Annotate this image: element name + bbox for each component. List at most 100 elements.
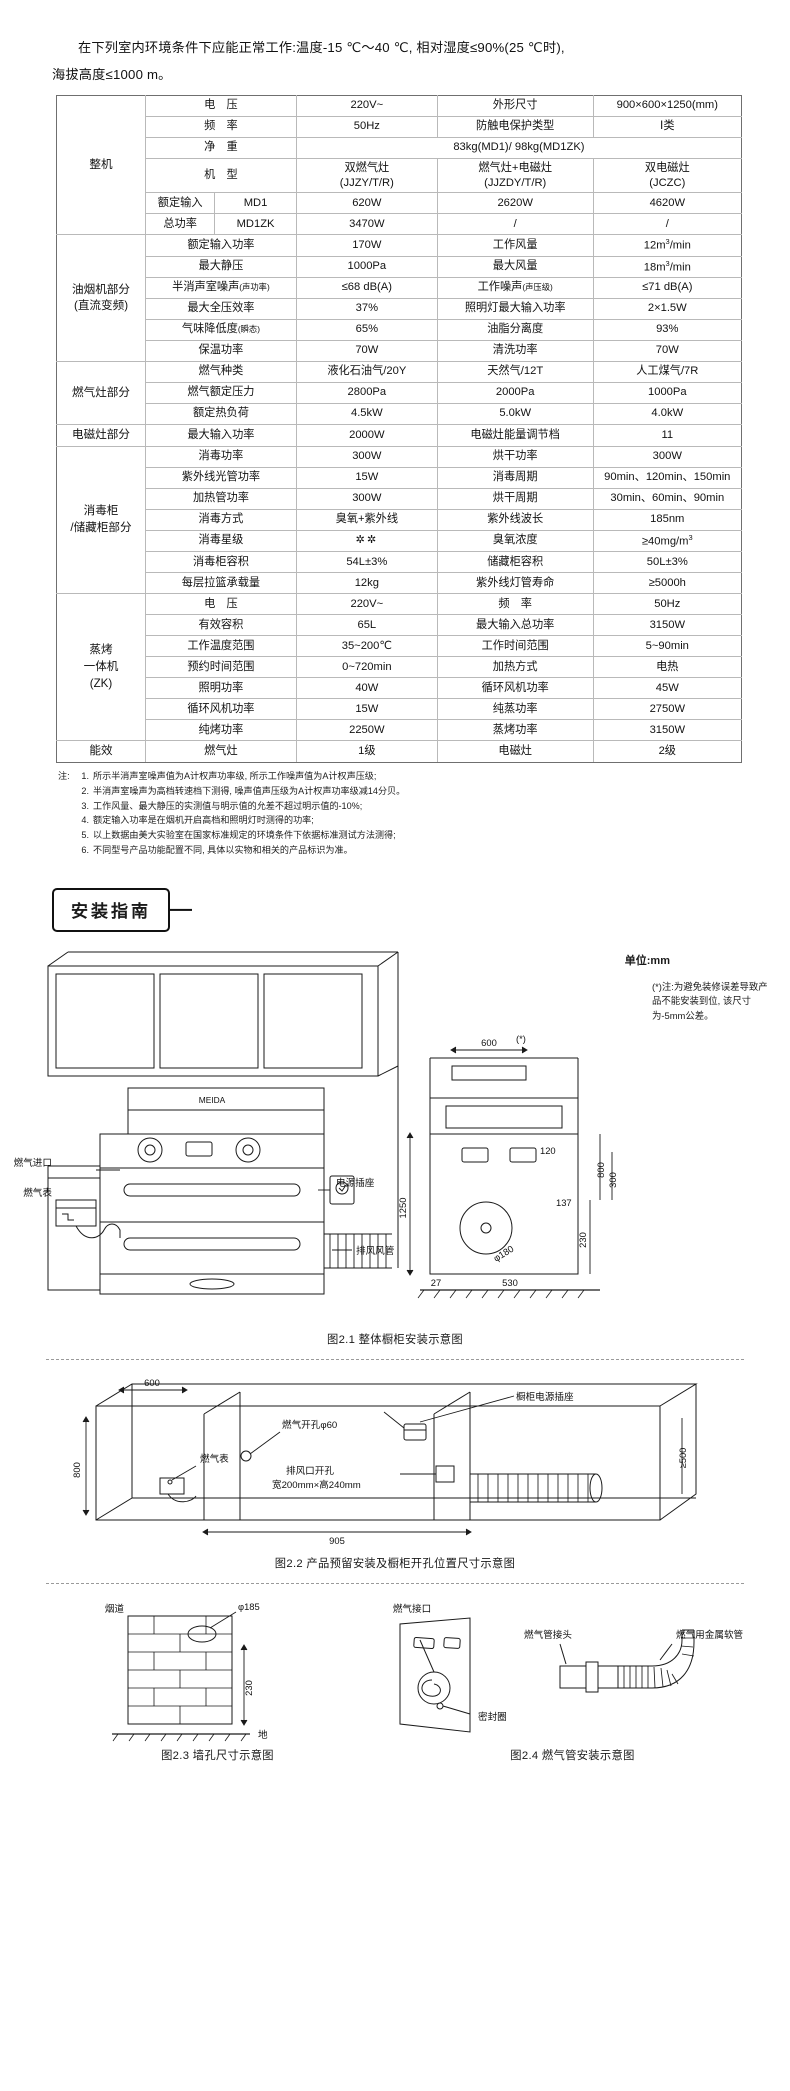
dim2-600: 600 <box>144 1377 160 1388</box>
spec-cell: 最大静压 <box>145 255 297 279</box>
label3-flue: 烟道 <box>105 1603 125 1615</box>
note-text: 半消声室噪声为高档转速档下测得, 噪声值声压级为A计权声功率级减14分贝。 <box>93 785 406 796</box>
dim2-905: 905 <box>329 1535 345 1545</box>
dim2-500: ≥500 <box>677 1447 688 1468</box>
note-number: 3. <box>81 800 89 811</box>
label2-gas-meter: 燃气表 <box>200 1453 229 1465</box>
spec-cell: 最大输入总功率 <box>436 614 594 637</box>
spec-cell: 5~90min <box>592 635 743 658</box>
spec-cell: 消毒周期 <box>436 467 594 490</box>
spec-cell: 93% <box>592 319 743 342</box>
figure-34-drawing: 烟道 φ185 230 地 <box>105 1601 744 1741</box>
note-lead <box>58 828 78 843</box>
spec-cell: MD1ZK <box>214 213 297 236</box>
figure-1-caption: 图2.1 整体橱柜安装示意图 <box>326 1333 463 1346</box>
spec-cell: 70W <box>592 340 743 363</box>
spec-cell: 50L±3% <box>592 551 743 574</box>
spec-cell: 220V~ <box>295 95 438 118</box>
spec-cell: 电 压 <box>145 95 297 118</box>
spec-cell: 1000Pa <box>592 382 743 405</box>
label-gas-inlet: 燃气进口 <box>14 1157 52 1169</box>
label2-vent-hole: 排风口开孔 <box>286 1465 334 1477</box>
install-guide-header: 安装指南 <box>52 887 192 932</box>
spec-cell: 循环风机功率 <box>145 698 297 721</box>
dim-600: 600 <box>481 1037 497 1048</box>
spec-cell: 12kg <box>295 572 438 595</box>
label4-seal: 密封圈 <box>478 1711 507 1723</box>
spec-cell: 烘干周期 <box>436 488 594 511</box>
dim-300: 300 <box>607 1172 618 1188</box>
dim2-800: 800 <box>71 1462 82 1478</box>
spec-section-label: 燃气灶部分 <box>55 361 147 426</box>
spec-cell: 4620W <box>592 192 743 215</box>
label-brand: MEIDA <box>199 1095 226 1105</box>
spec-cell: 37% <box>295 298 438 321</box>
spec-cell: 2750W <box>592 698 743 721</box>
spec-cell: MD1 <box>214 192 297 215</box>
dim3-230: 230 <box>243 1680 254 1696</box>
spec-cell: 620W <box>295 192 438 215</box>
label2-socket: 橱柜电源插座 <box>516 1391 574 1403</box>
note-row: 5.以上数据由美大实验室在国家标准规定的环境条件下依据标准测试方法测得; <box>58 828 750 843</box>
spec-cell: 气味降低度(瞬态) <box>145 319 297 342</box>
spec-cell: 紫外线灯管寿命 <box>436 572 594 595</box>
note-lead: 注: <box>58 771 70 782</box>
spec-section-label: 油烟机部分(直流变频) <box>55 234 147 363</box>
note-number: 4. <box>81 815 89 826</box>
spec-cell: 额定热负荷 <box>145 403 297 426</box>
figure-3-caption: 图2.3 墙孔尺寸示意图 <box>161 1749 274 1762</box>
spec-cell: 4.0kW <box>592 403 743 426</box>
spec-cell: 机 型 <box>145 158 297 194</box>
manual-page: 在下列室内环境条件下应能正常工作:温度-15 ℃～40 ℃, 相对湿度≤90%(… <box>0 0 790 1763</box>
note-text: 所示半消声室噪声值为A计权声功率级, 所示工作噪声值为A计权声压级; <box>93 771 377 782</box>
note-number: 1. <box>81 771 89 782</box>
spec-cell: 83kg(MD1)/ 98kg(MD1ZK) <box>295 137 743 160</box>
dim-27: 27 <box>431 1277 441 1288</box>
spec-cell: 2×1.5W <box>592 298 743 321</box>
spec-cell: 5.0kW <box>436 403 594 426</box>
spec-cell: ✲✲ <box>295 530 438 553</box>
spec-cell: 每层拉篮承载量 <box>145 572 297 595</box>
spec-cell: 频 率 <box>145 116 297 139</box>
spec-cell: / <box>436 213 594 236</box>
spec-cell: 半消声室噪声(声功率) <box>145 277 297 300</box>
spec-section-label: 整机 <box>55 95 147 236</box>
spec-cell: 双电磁灶(JCZC) <box>592 158 743 194</box>
spec-cell: 防触电保护类型 <box>436 116 594 139</box>
spec-cell: 3150W <box>592 614 743 637</box>
spec-cell: 工作噪声(声压级) <box>436 277 594 300</box>
tolerance-note: (*)注:为避免装修误差导致产品不能安装到位, 该尺寸为-5mm公差。 <box>652 980 768 1021</box>
dim-800: 800 <box>595 1162 606 1178</box>
spec-cell: 300W <box>295 488 438 511</box>
spec-cell: 电磁灶能量调节档 <box>436 424 594 448</box>
spec-cell: 300W <box>592 446 743 469</box>
spec-cell: 烘干功率 <box>436 446 594 469</box>
intro-line-1: 在下列室内环境条件下应能正常工作:温度-15 ℃～40 ℃, 相对湿度≤90%(… <box>78 40 565 55</box>
spec-cell: 消毒柜容积 <box>145 551 297 574</box>
figure-2-drawing: 600 800 905 ≥500 燃气开孔φ60 橱柜电源插座 燃气表 排风口开… <box>71 1377 698 1545</box>
spec-row: 半消声室噪声(声功率)≤68 dB(A)工作噪声(声压级)≤71 dB(A) <box>57 277 743 300</box>
spec-cell: 54L±3% <box>295 551 438 574</box>
spec-cell: 工作时间范围 <box>436 635 594 658</box>
spec-cell: 消毒方式 <box>145 509 297 532</box>
spec-cell: ≤68 dB(A) <box>295 277 438 300</box>
spec-cell: 2000Pa <box>436 382 594 405</box>
note-number: 6. <box>81 844 89 855</box>
spec-cell: 1级 <box>295 740 438 764</box>
spec-cell: 清洗功率 <box>436 340 594 363</box>
spec-cell: 最大全压效率 <box>145 298 297 321</box>
figure-2-container: 600 800 905 ≥500 燃气开孔φ60 橱柜电源插座 燃气表 排风口开… <box>0 1370 790 1571</box>
spec-cell: 燃气灶 <box>145 740 297 764</box>
dim-230: 230 <box>577 1232 588 1248</box>
spec-cell: 最大输入功率 <box>145 424 297 448</box>
